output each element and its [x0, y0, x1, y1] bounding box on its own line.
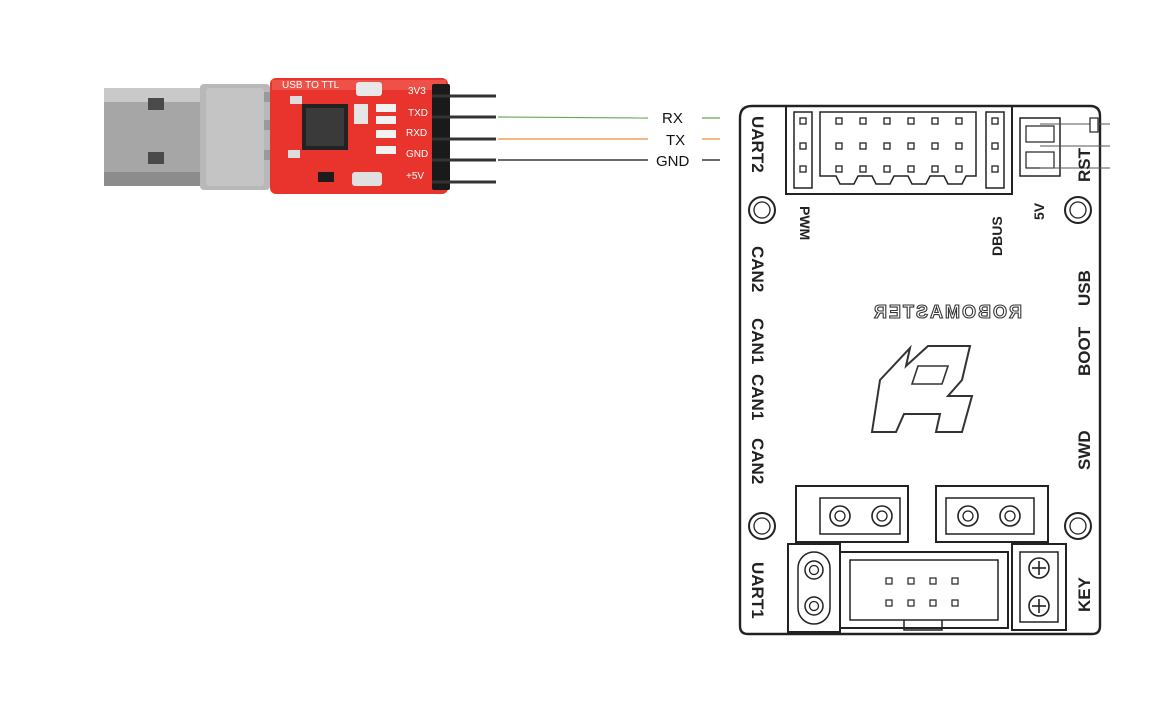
usb-connector: [104, 84, 282, 190]
wire-label-gnd: GND: [656, 153, 690, 170]
label-can1-b: CAN1: [748, 374, 767, 420]
wire-label-rx: RX: [662, 110, 683, 127]
bottom-connectors: [787, 485, 1067, 633]
usb-header-pins: [432, 84, 496, 190]
pin-label-5v: +5V: [406, 171, 424, 182]
wires: RX TX GND: [497, 110, 720, 170]
usb-title: USB TO TTL: [282, 80, 340, 91]
label-usb: USB: [1075, 270, 1094, 306]
label-can2-bottom: CAN2: [748, 438, 767, 484]
label-rst: RST: [1075, 147, 1094, 182]
robomaster-board: UART2 CAN2 CAN1 CAN1 CAN2 UART1 RST 5V U…: [738, 104, 1110, 636]
label-uart2: UART2: [748, 116, 767, 173]
label-pwm: PWM: [797, 206, 813, 240]
robomaster-logo: ROBOMASTER: [870, 301, 1023, 433]
usb-pcb: USB TO TTL 3V3 TXD RXD GND +5V: [270, 78, 448, 194]
pin-label-txd: TXD: [408, 108, 428, 119]
pin-label-3v3: 3V3: [408, 86, 426, 97]
5v-connector: [1019, 117, 1110, 177]
top-header-block: [785, 105, 1013, 195]
wire-rx: [497, 116, 649, 119]
usb-to-ttl-module: USB TO TTL 3V3 TXD RXD GND +5V: [104, 78, 496, 194]
label-key: KEY: [1075, 576, 1094, 612]
label-boot: BOOT: [1075, 326, 1094, 376]
label-can1-a: CAN1: [748, 318, 767, 364]
brand-text: ROBOMASTER: [872, 302, 1022, 322]
label-can2-top: CAN2: [748, 246, 767, 292]
wire-label-tx: TX: [666, 132, 685, 149]
label-5v: 5V: [1031, 202, 1047, 220]
label-uart1: UART1: [748, 562, 767, 619]
pin-label-gnd: GND: [406, 149, 428, 160]
mounting-holes: [748, 196, 1092, 540]
label-swd: SWD: [1075, 430, 1094, 470]
label-dbus: DBUS: [989, 216, 1005, 256]
board-outline: [738, 104, 1102, 636]
pin-label-rxd: RXD: [406, 128, 427, 139]
